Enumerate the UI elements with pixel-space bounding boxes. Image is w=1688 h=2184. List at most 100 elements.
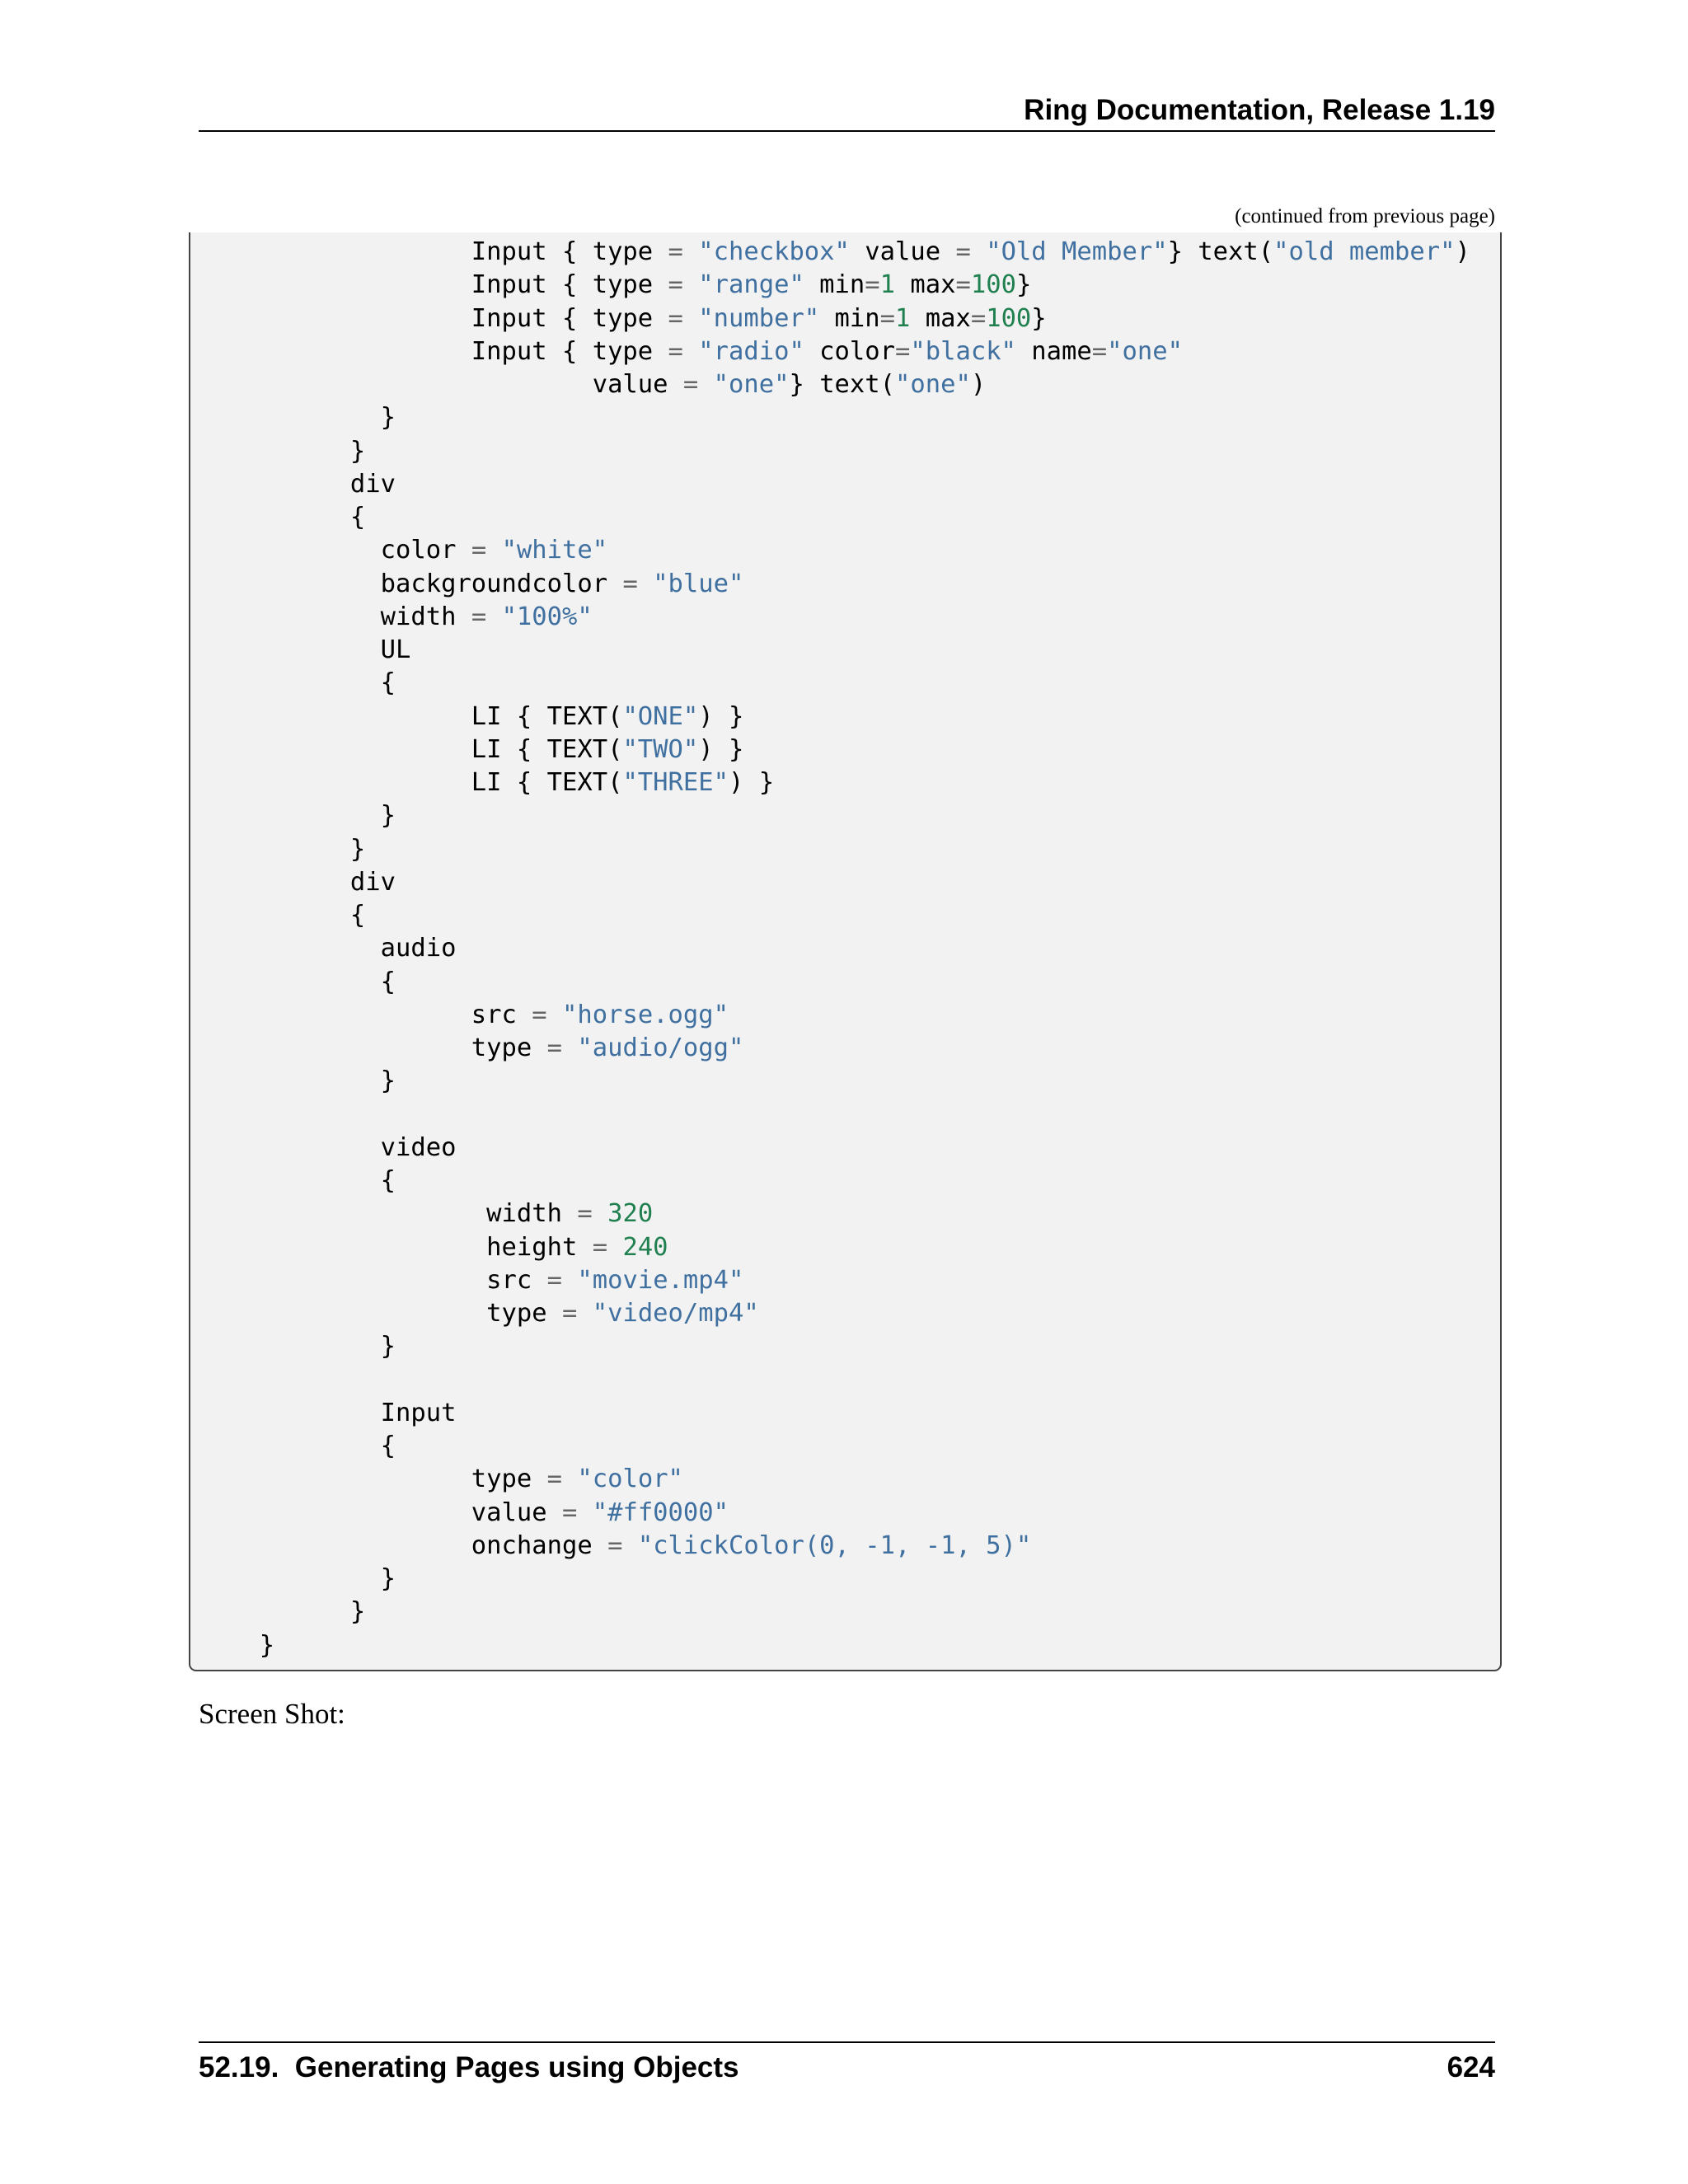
code-token: = xyxy=(895,336,911,366)
code-token: = xyxy=(1091,336,1108,366)
code-token: "#ff0000" xyxy=(592,1497,729,1527)
code-token: color xyxy=(229,536,471,565)
code-token: "horse.ogg" xyxy=(562,1000,729,1029)
code-token xyxy=(486,536,501,565)
code-line: value = "#ff0000" xyxy=(229,1497,1470,1530)
code-token: = xyxy=(561,1299,578,1328)
code-token: = xyxy=(970,303,987,333)
code-token: ) xyxy=(970,370,987,399)
code-line: width = "100%" xyxy=(229,601,1470,634)
footer-section-title: 52.19. Generating Pages using Objects xyxy=(199,2051,739,2083)
code-token xyxy=(577,1498,592,1527)
code-token: } xyxy=(229,1332,396,1361)
code-line: { xyxy=(229,1430,1470,1463)
code-token: } xyxy=(229,801,396,831)
code-token: min xyxy=(819,303,880,333)
code-token: } text( xyxy=(789,370,896,399)
code-line: { xyxy=(229,667,1470,700)
code-token: "Old Member" xyxy=(986,237,1168,266)
code-line xyxy=(229,1099,1470,1132)
code-token: "one" xyxy=(1107,336,1183,366)
code-block: Input { type = "checkbox" value = "Old M… xyxy=(189,232,1502,1671)
code-token: div xyxy=(229,469,396,499)
code-line: } xyxy=(229,1065,1470,1098)
code-token: } xyxy=(229,436,366,466)
code-line: } xyxy=(229,1330,1470,1363)
code-token: max xyxy=(895,270,956,300)
code-token: type xyxy=(229,1465,547,1494)
code-line: LI { TEXT("THREE") } xyxy=(229,766,1470,799)
code-token: width xyxy=(229,1199,578,1229)
code-token: Input xyxy=(229,1398,457,1427)
code-line: { xyxy=(229,1165,1470,1197)
code-line: src = "movie.mp4" xyxy=(229,1264,1470,1297)
code-token: ) xyxy=(1455,237,1470,266)
code-token xyxy=(698,370,713,399)
code-token: type xyxy=(229,1299,562,1328)
code-token: div xyxy=(229,867,396,897)
code-line: Input { type = "number" min=1 max=100} xyxy=(229,302,1470,335)
code-token: "number" xyxy=(698,303,820,333)
code-line: LI { TEXT("TWO") } xyxy=(229,733,1470,766)
code-line: onchange = "clickColor(0, -1, -1, 5)" xyxy=(229,1530,1470,1563)
code-token: = xyxy=(546,1265,562,1295)
code-line: } xyxy=(229,1596,1470,1629)
code-token: ) } xyxy=(698,701,744,731)
code-token: = xyxy=(577,1199,593,1229)
code-line: } xyxy=(229,799,1470,832)
code-token xyxy=(562,1033,577,1062)
code-line: div xyxy=(229,468,1470,501)
code-token: onchange xyxy=(229,1530,608,1560)
code-token: audio xyxy=(229,934,457,963)
code-token: width xyxy=(229,602,471,631)
code-token: src xyxy=(229,1265,547,1295)
code-token: name xyxy=(1015,336,1092,366)
code-line: audio xyxy=(229,932,1470,965)
code-token xyxy=(593,1199,607,1228)
code-token xyxy=(547,1001,562,1029)
code-line: } xyxy=(229,833,1470,866)
code-line: Input { type = "checkbox" value = "Old M… xyxy=(229,236,1470,269)
code-token xyxy=(622,1531,637,1560)
code-token: "color" xyxy=(577,1465,683,1494)
continued-note: (continued from previous page) xyxy=(1235,205,1495,227)
code-token xyxy=(562,1266,577,1295)
code-line: width = 320 xyxy=(229,1197,1470,1230)
code-token xyxy=(683,270,698,299)
code-token: "one" xyxy=(713,370,790,399)
document-title: Ring Documentation, Release 1.19 xyxy=(1024,94,1495,126)
code-token: { xyxy=(229,503,366,532)
code-token: 100 xyxy=(970,270,1016,300)
code-token: value xyxy=(229,370,683,399)
code-token: UL xyxy=(229,635,411,664)
code-token: { xyxy=(229,1432,396,1460)
code-token: Input { type xyxy=(229,237,668,266)
code-token: = xyxy=(955,237,971,266)
code-line: src = "horse.ogg" xyxy=(229,999,1470,1032)
code-line: value = "one"} text("one") xyxy=(229,368,1470,401)
code-token xyxy=(683,304,698,333)
code-line: type = "audio/ogg" xyxy=(229,1032,1470,1065)
code-token: = xyxy=(561,1497,578,1527)
code-line: Input { type = "range" min=1 max=100} xyxy=(229,269,1470,302)
code-token: } xyxy=(229,1597,366,1627)
screen-shot-label: Screen Shot: xyxy=(199,1698,345,1730)
code-token: } text( xyxy=(1167,237,1274,266)
code-token: } xyxy=(229,1630,275,1660)
code-line: type = "video/mp4" xyxy=(229,1297,1470,1330)
code-token: = xyxy=(622,569,638,598)
code-token: = xyxy=(546,1465,562,1494)
code-token: src xyxy=(229,1000,532,1029)
code-token: } xyxy=(229,403,396,433)
code-token: } xyxy=(1015,270,1032,300)
code-token: 100 xyxy=(986,303,1032,333)
code-token: "white" xyxy=(501,536,608,565)
code-line: Input xyxy=(229,1397,1470,1430)
code-token: { xyxy=(229,901,366,930)
code-line: height = 240 xyxy=(229,1231,1470,1264)
code-token: = xyxy=(471,536,487,565)
code-line: } xyxy=(229,435,1470,468)
code-token: "audio/ogg" xyxy=(577,1033,744,1062)
code-token: { xyxy=(229,1166,396,1195)
code-line: color = "white" xyxy=(229,534,1470,567)
